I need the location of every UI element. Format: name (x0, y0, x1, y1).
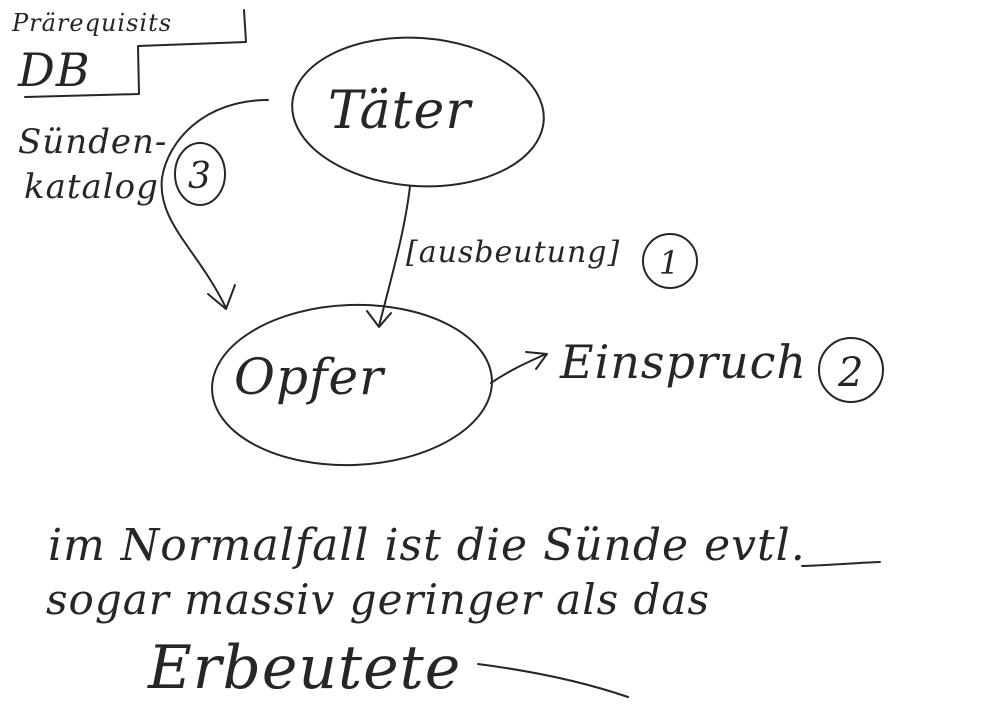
node-perpetrator: Täter (291, 36, 545, 188)
sin-catalogue-label-line1: Sünden- (18, 122, 167, 162)
sin-catalogue-label-line2: katalog (24, 167, 159, 207)
node-victim: Opfer (211, 303, 493, 467)
edge-exploitation: [ausbeutung] 1 (366, 185, 698, 328)
note-strike-flourish (477, 663, 629, 698)
perpetrator-ellipse (291, 36, 545, 188)
db-label: DB (17, 43, 91, 97)
exploitation-arrowhead (366, 310, 392, 328)
step-1-label: 1 (659, 244, 679, 282)
note-line-3: Erbeutete (147, 633, 461, 703)
annotation-note: im Normalfall ist die Sünde evtl. sogar … (46, 520, 881, 703)
prerequisites-label: Prärequisits (11, 9, 172, 37)
step-2-label: 2 (837, 350, 863, 396)
objection-label: Einspruch (559, 335, 807, 389)
victim-ellipse (211, 303, 493, 467)
objection-line (490, 353, 547, 384)
step-marker-3 (174, 142, 226, 206)
step-marker-2 (818, 337, 884, 403)
objection-arrowhead (525, 351, 548, 370)
sin-catalogue-arrowhead (207, 284, 236, 310)
prerequisites-box: Prärequisits DB (11, 9, 247, 98)
edge-sin-catalogue: Sünden- katalog 3 (18, 99, 269, 310)
note-line-1: im Normalfall ist die Sünde evtl. (48, 520, 806, 571)
note-underline (801, 561, 881, 567)
step-3-label: 3 (188, 156, 211, 197)
edge-objection: Einspruch 2 (490, 335, 884, 403)
step-marker-1 (642, 233, 698, 289)
exploitation-line (378, 185, 411, 327)
perpetrator-label: Täter (328, 81, 473, 141)
exploitation-label: [ausbeutung] (406, 235, 620, 270)
sin-catalogue-curve (160, 99, 269, 309)
victim-label: Opfer (234, 348, 386, 406)
note-line-2: sogar massiv geringer als das (46, 575, 710, 624)
